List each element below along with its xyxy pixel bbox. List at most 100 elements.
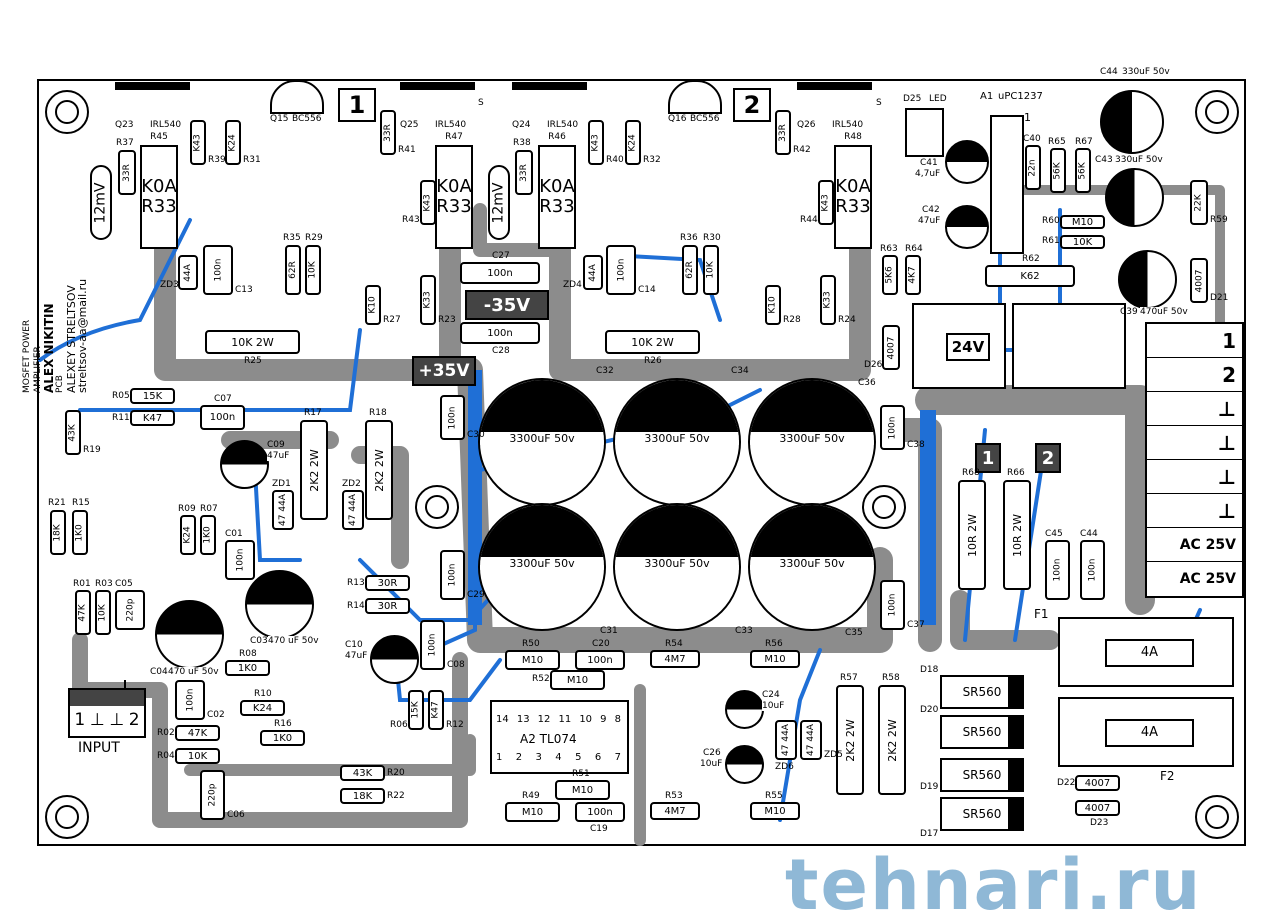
component-r12: K47 xyxy=(428,690,444,730)
terminal-ac-1[interactable]: AC 25V xyxy=(1147,528,1242,562)
component-r02: 47K xyxy=(175,725,220,741)
capacitor-ref: C04 xyxy=(150,667,168,677)
component-r08: 1K0 xyxy=(225,660,270,676)
resistor-value: K0A xyxy=(436,176,472,198)
component-value: M10 xyxy=(521,806,544,818)
component-ref: R42 xyxy=(793,145,811,155)
component-value: 47 44A xyxy=(806,724,817,756)
terminal-ground[interactable]: ⊥ xyxy=(1147,460,1242,494)
component-value: K10 xyxy=(768,296,779,314)
resistor-ref: R46 xyxy=(548,132,566,142)
component-value: 10K xyxy=(308,261,319,279)
component-value: K43 xyxy=(591,133,602,152)
component-ref: R03 xyxy=(95,579,113,589)
component-ref: R02 xyxy=(157,728,175,738)
component-value: K24 xyxy=(628,133,639,152)
component-value: 4007 xyxy=(1194,269,1204,292)
component-value: 33R xyxy=(519,163,529,182)
resistor-ref: R57 xyxy=(840,673,858,683)
component-ref: ZD2 xyxy=(342,479,361,489)
mosfet-ref: Q26 xyxy=(797,120,816,130)
component-value: M10 xyxy=(1071,216,1094,228)
component-value: 100n xyxy=(212,258,223,282)
component-value: 33R xyxy=(383,123,393,142)
component-value: 43K xyxy=(68,423,79,442)
component-ref: R63 xyxy=(880,244,898,254)
resistor-value: 2K2 2W xyxy=(843,718,857,762)
terminal-ac-2[interactable]: AC 25V xyxy=(1179,571,1236,587)
capacitor-value: 330uF 50v xyxy=(1115,155,1163,165)
led-label: LED xyxy=(929,94,947,104)
resistor-value: R33 xyxy=(835,196,871,217)
component-value: 15K xyxy=(411,701,422,719)
resistor-ref: R18 xyxy=(369,408,387,418)
component-value: K62 xyxy=(1020,270,1040,282)
component-value: K43 xyxy=(193,133,204,152)
component-ref: R36 xyxy=(680,233,698,243)
component-zd3: 44A xyxy=(178,255,198,290)
resistor-ref: R26 xyxy=(644,356,662,366)
capacitor-ref: C31 xyxy=(600,626,618,636)
bias-test-label-2: 12mV xyxy=(488,165,510,240)
ic-pin-number: 7 xyxy=(614,752,621,763)
led-ref: D25 xyxy=(903,94,922,104)
component-ref: R53 xyxy=(665,791,683,801)
component-c02: 100n xyxy=(175,680,205,720)
fuse-rating: 4A xyxy=(1105,719,1194,747)
component-r32: K24 xyxy=(625,120,641,165)
component-zd5: 47 44A xyxy=(800,720,822,760)
terminal-ground[interactable]: ⊥ xyxy=(1147,494,1242,528)
component-r52: M10 xyxy=(550,670,605,690)
component-ref: D22 xyxy=(1057,778,1076,788)
resistor-ref: R58 xyxy=(882,673,900,683)
rail-bus-ground xyxy=(920,410,936,625)
component-value: 100n xyxy=(427,633,438,657)
resistor-value: K0A xyxy=(539,176,575,198)
terminal-ground[interactable]: ⊥ xyxy=(1147,426,1242,460)
component-value: 44A xyxy=(183,263,194,282)
source-mark: S xyxy=(478,98,484,108)
terminal-ground[interactable]: ⊥ xyxy=(1147,392,1242,426)
component-r50: M10 xyxy=(505,650,560,670)
ic-pin-number: 8 xyxy=(614,714,621,725)
terminal-out-1[interactable]: 1 xyxy=(1147,324,1242,358)
ic-pin-number: 5 xyxy=(575,752,582,763)
component-ref: ZD1 xyxy=(272,479,291,489)
transistor-ref: Q16 xyxy=(668,114,687,124)
mosfet-ref: Q23 xyxy=(115,120,134,130)
terminal-block[interactable]: 1 2 ⊥ ⊥ ⊥ ⊥ AC 25V AC 25V xyxy=(1145,322,1244,598)
component-value: M10 xyxy=(571,784,594,796)
component-ref: R30 xyxy=(703,233,721,243)
component-d22: 4007 xyxy=(1075,775,1120,791)
input-connector[interactable]: 1 ⊥ ⊥ 2 xyxy=(68,688,146,738)
resistor-value: 10K 2W xyxy=(631,335,674,349)
source-mark: S xyxy=(876,98,882,108)
relay-voltage: 24V xyxy=(946,333,990,361)
capacitor-value: 47uF xyxy=(345,651,368,661)
component-zd4: 44A xyxy=(583,255,603,290)
component-ref: R55 xyxy=(765,791,783,801)
terminal-out-2[interactable]: 2 xyxy=(1147,358,1242,392)
power-resistor-r25: 10K 2W xyxy=(205,330,300,354)
component-value: 47K xyxy=(187,727,208,739)
component-ref: R22 xyxy=(387,791,405,801)
relay: 24V xyxy=(912,303,1006,389)
component-r29: 10K xyxy=(305,245,321,295)
component-value: K10 xyxy=(368,296,379,314)
capacitor-ref: C39 xyxy=(1120,307,1138,317)
capacitor-ref: C32 xyxy=(596,366,614,376)
mounting-hole xyxy=(45,795,89,839)
component-r49: M10 xyxy=(505,802,560,822)
ic-name: uPC1237 xyxy=(998,91,1043,102)
capacitor-ref: C44 xyxy=(1100,67,1118,77)
resistor-value: K0A xyxy=(141,176,177,198)
component-r53: 4M7 xyxy=(650,802,700,820)
component-ref: R38 xyxy=(513,138,531,148)
component-ref: ZD5 xyxy=(824,750,843,760)
power-resistor-r66: 10R 2W xyxy=(1003,480,1031,590)
resistor-value: K0A xyxy=(835,176,871,198)
component-value: 10K xyxy=(98,603,109,622)
component-value: 43K xyxy=(352,767,373,779)
